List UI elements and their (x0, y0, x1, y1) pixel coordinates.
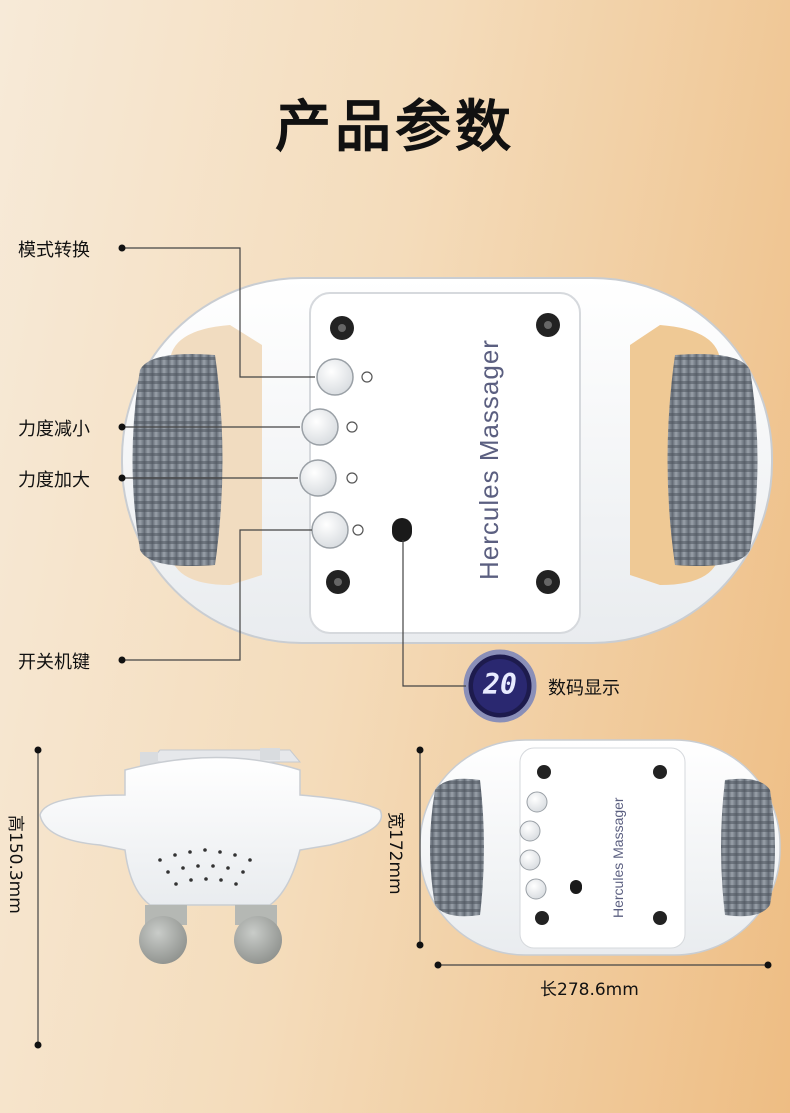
label-power: 开关机键 (18, 652, 90, 673)
page-title: 产品参数 (275, 95, 515, 160)
massage-ball-left (139, 916, 187, 964)
brand-text-large: Hercules Massager (474, 339, 504, 580)
decrease-button (301, 408, 339, 446)
device-top-view (121, 277, 773, 644)
dimension-height: 高150.3mm (5, 815, 25, 914)
label-display: 数码显示 (548, 678, 620, 699)
label-mode: 模式转换 (18, 240, 90, 261)
label-increase: 力度加大 (18, 470, 90, 491)
brand-text-small: Hercules Massager (610, 797, 626, 918)
small-right-grip (721, 778, 775, 917)
power-button (311, 511, 349, 549)
mode-button (316, 358, 354, 396)
small-left-grip (430, 778, 484, 917)
label-decrease: 力度减小 (18, 419, 90, 440)
left-grip (132, 354, 223, 566)
display-value: 20 (483, 668, 517, 701)
dimension-width: 宽172mm (385, 812, 405, 895)
increase-button (299, 459, 337, 497)
dimension-length: 长278.6mm (540, 980, 639, 1000)
device-top-view-small (419, 739, 781, 956)
digital-display-window (392, 518, 412, 542)
right-grip (667, 354, 758, 566)
massage-ball-right (234, 916, 282, 964)
device-side-view (39, 748, 383, 964)
